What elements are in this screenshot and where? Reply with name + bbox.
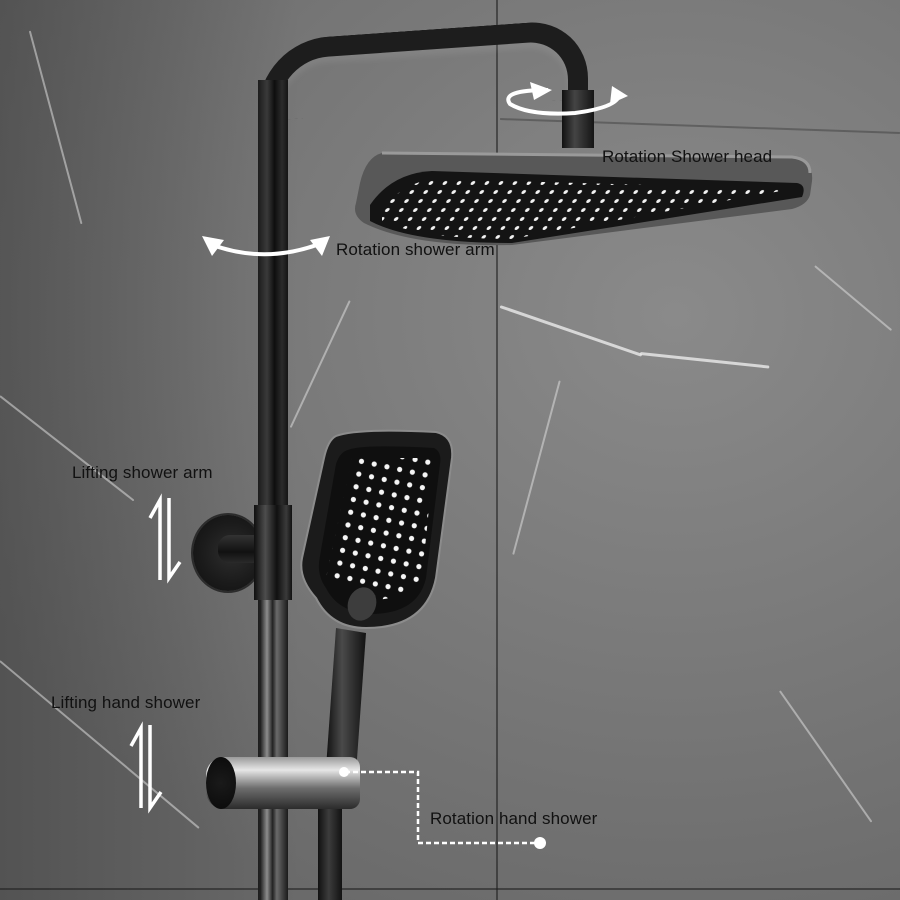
label-rotation-shower-arm: Rotation shower arm <box>336 240 495 259</box>
rain-shower-head-graphic <box>355 151 813 246</box>
shower-hose <box>318 805 342 900</box>
rain-shower-head <box>352 143 814 247</box>
leader-end-dot <box>534 837 546 849</box>
marble-vein <box>814 265 893 331</box>
tile-seam-horizontal <box>0 888 900 890</box>
hand-shower-graphic <box>300 429 454 773</box>
label-rotation-hand-shower: Rotation hand shower <box>430 809 598 828</box>
marble-vein <box>499 305 643 357</box>
label-rotation-shower-head: Rotation Shower head <box>602 147 773 166</box>
slider-end-cap <box>206 757 236 809</box>
lifting-collar <box>254 505 292 600</box>
shower-head-neck <box>562 90 594 148</box>
riser-pipe-lower <box>260 560 288 900</box>
label-lifting-shower-arm: Lifting shower arm <box>72 463 213 482</box>
hand-shower <box>296 428 456 798</box>
tile-seam-vertical <box>496 0 498 900</box>
marble-vein <box>639 352 770 369</box>
shower-arm-pipe <box>258 18 588 122</box>
marble-vein <box>512 380 561 555</box>
tile-seam-horizontal-top <box>500 118 900 134</box>
label-lifting-hand-shower: Lifting hand shower <box>51 693 201 712</box>
marble-vein <box>779 690 873 823</box>
